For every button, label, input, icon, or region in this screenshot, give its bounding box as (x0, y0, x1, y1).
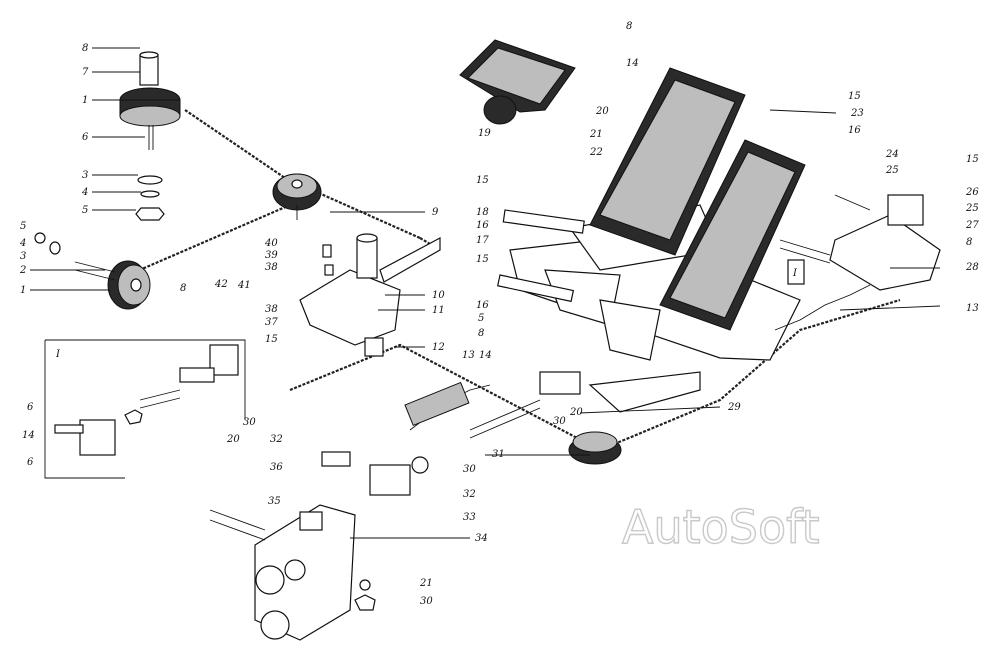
callout-18: 18 (476, 207, 489, 218)
callout-23: 23 (850, 108, 864, 119)
callout-16: 16 (476, 300, 489, 311)
callout-2: 2 (19, 265, 26, 276)
callout-26: 26 (965, 187, 979, 198)
callout-30: 30 (243, 417, 256, 428)
callout-31: 31 (492, 449, 505, 460)
callout-10: 10 (432, 290, 445, 301)
callout-5: 5 (20, 221, 26, 232)
callout-25: 25 (885, 165, 899, 176)
callout-38: 38 (265, 262, 278, 273)
pedal-pads (459, 39, 806, 331)
callout-labels-left-pulley: 5 4 3 2 1 8 (19, 221, 186, 296)
callout-30: 30 (463, 464, 476, 475)
cable-bracket (299, 233, 441, 357)
callout-38: 38 (265, 304, 278, 315)
callout-8: 8 (478, 328, 484, 339)
callout-41: 41 (237, 280, 251, 291)
callout-21: 21 (589, 129, 603, 140)
callout-27: 27 (965, 220, 979, 231)
callout-35: 35 (268, 496, 281, 507)
callout-labels-inset: I 42 6 14 6 30 20 (22, 279, 256, 468)
callout-labels-top-left: 8 7 1 6 3 4 5 (81, 43, 89, 216)
callout-labels-right: 24 25 15 26 25 27 8 28 13 I (787, 149, 979, 314)
pulley-middle (272, 173, 322, 220)
inset-marker: I (55, 349, 61, 360)
callout-15: 15 (476, 175, 489, 186)
callout-labels-center: 13 14 20 30 31 29 32 36 30 32 33 35 34 2… (268, 350, 741, 607)
pulley-left (34, 232, 151, 310)
callout-24: 24 (885, 149, 899, 160)
callout-4: 4 (81, 187, 88, 198)
callout-11: 11 (432, 305, 445, 316)
callout-1: 1 (82, 95, 88, 106)
leader-lines (30, 47, 941, 539)
callout-7: 7 (82, 67, 89, 78)
callout-28: 28 (965, 262, 979, 273)
inset-detail-box (44, 339, 246, 479)
callout-33: 33 (463, 512, 476, 523)
callout-15: 15 (848, 91, 861, 102)
valve-block (209, 504, 376, 641)
callout-30: 30 (553, 416, 566, 427)
isolator-stack-top-left (119, 51, 181, 221)
callout-20: 20 (595, 106, 609, 117)
callout-3: 3 (82, 170, 88, 181)
callout-20: 20 (226, 434, 240, 445)
callout-39: 39 (265, 250, 278, 261)
callout-6: 6 (27, 457, 34, 468)
callout-37: 37 (265, 317, 278, 328)
callout-14: 14 (22, 430, 35, 441)
callout-13: 13 (966, 303, 979, 314)
callout-8: 8 (180, 283, 186, 294)
callout-5: 5 (478, 313, 484, 324)
callout-25: 25 (965, 203, 979, 214)
callout-17: 17 (476, 235, 489, 246)
pedal-marker: I (792, 268, 798, 279)
lower-center-parts (321, 371, 701, 496)
callout-15: 15 (476, 254, 489, 265)
callout-22: 22 (589, 147, 603, 158)
callout-8: 8 (966, 237, 972, 248)
callout-9: 9 (432, 207, 439, 218)
callout-32: 32 (270, 434, 283, 445)
callout-21: 21 (419, 578, 433, 589)
callout-16: 16 (476, 220, 489, 231)
callout-14: 14 (479, 350, 492, 361)
callout-32: 32 (463, 489, 476, 500)
callout-15: 15 (265, 334, 278, 345)
callout-15: 15 (966, 154, 979, 165)
callout-29: 29 (727, 402, 741, 413)
callout-4: 4 (19, 238, 26, 249)
callout-34: 34 (475, 533, 488, 544)
callout-5: 5 (82, 205, 88, 216)
callout-13: 13 (462, 350, 475, 361)
callout-40: 40 (264, 238, 278, 249)
callout-14: 14 (626, 58, 639, 69)
callout-labels-pedals: 8 14 20 19 21 22 15 23 16 15 18 16 17 15… (476, 21, 864, 339)
callout-8: 8 (82, 43, 88, 54)
callout-19: 19 (478, 128, 491, 139)
callout-20: 20 (569, 407, 583, 418)
callout-16: 16 (848, 125, 861, 136)
callout-6: 6 (82, 132, 89, 143)
callout-12: 12 (432, 342, 445, 353)
callout-1: 1 (20, 285, 26, 296)
callout-30: 30 (420, 596, 433, 607)
watermark-text: AutoSoft (622, 500, 820, 554)
right-lever-assembly (774, 194, 941, 331)
callout-8: 8 (626, 21, 632, 32)
callout-36: 36 (270, 462, 283, 473)
callout-6: 6 (27, 402, 34, 413)
callout-3: 3 (20, 251, 26, 262)
callout-labels-middle-cable: 9 40 39 38 41 38 37 15 10 11 12 (237, 207, 445, 353)
callout-42: 42 (214, 279, 228, 290)
